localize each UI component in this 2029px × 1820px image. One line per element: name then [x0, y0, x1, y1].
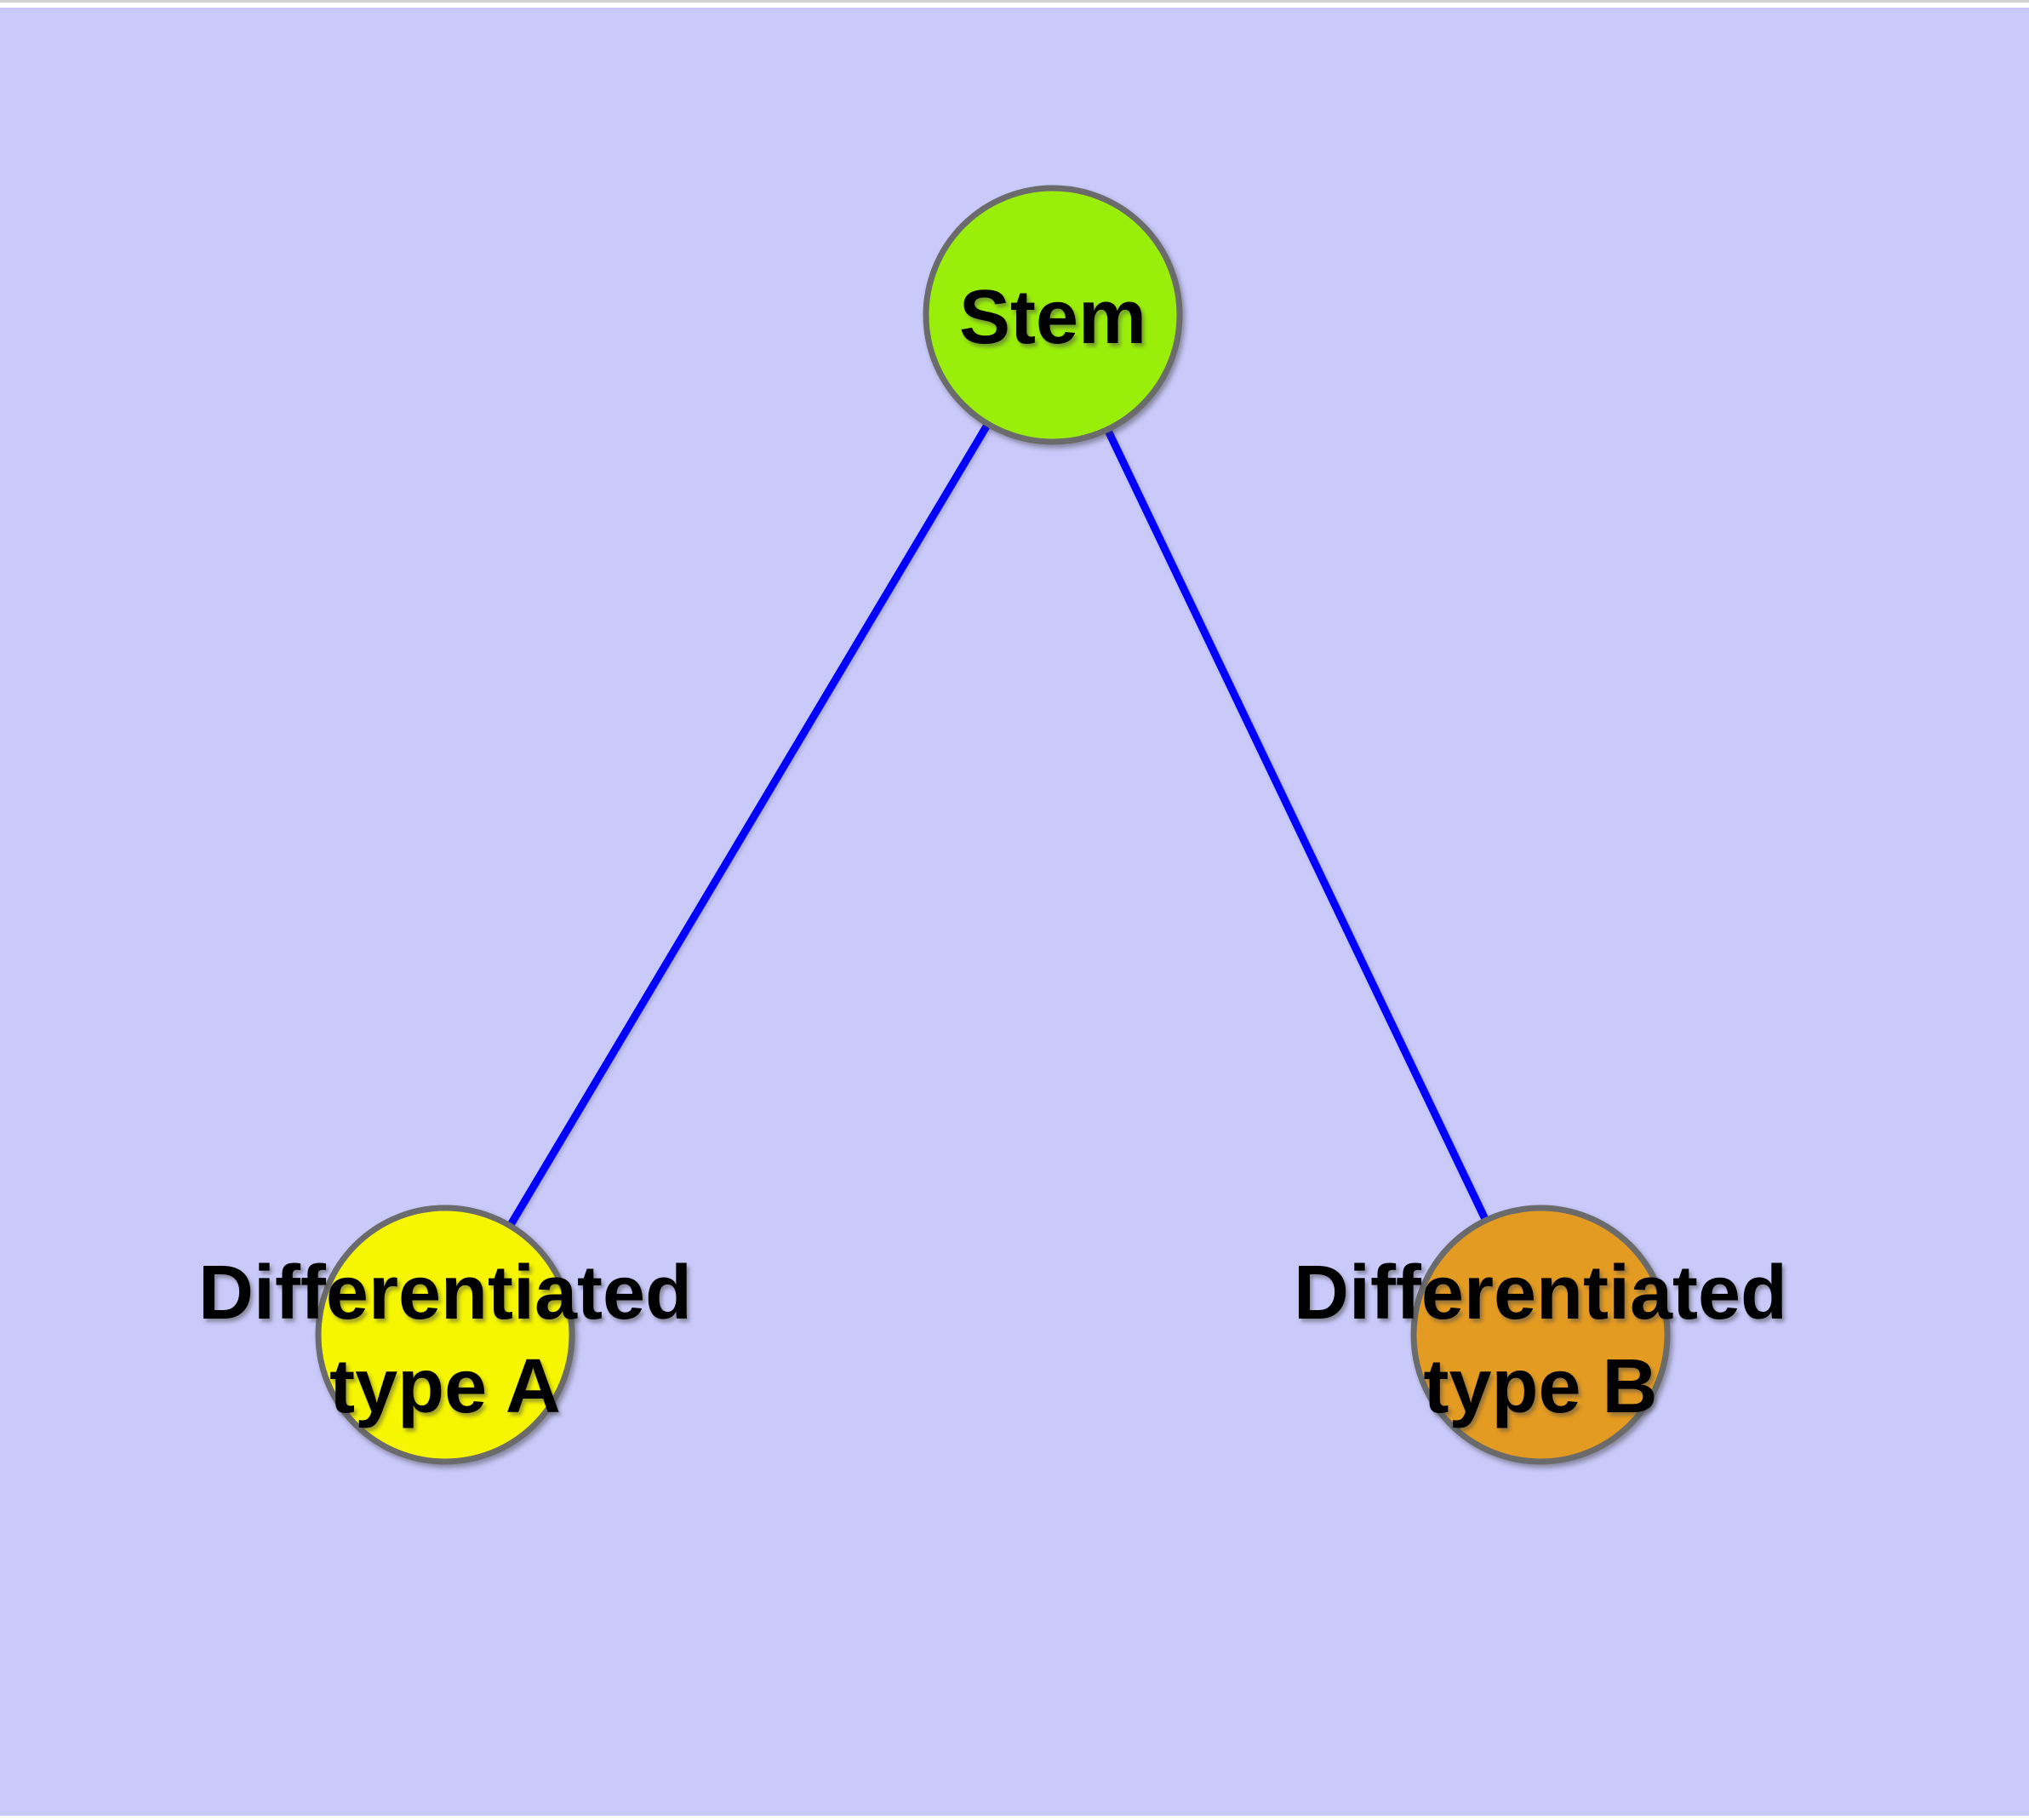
node-stem-label: Stem [959, 275, 1146, 360]
node-type-b-label-line2: type B [1423, 1344, 1657, 1429]
node-type-a-label-line2: type A [329, 1344, 561, 1429]
node-differentiated-type-a: Differentiated type A [198, 1205, 692, 1465]
node-type-a-circle [315, 1205, 575, 1465]
node-type-b-circle [1410, 1205, 1671, 1465]
window-top-edge [0, 0, 2029, 3]
node-type-b-label-line1: Differentiated [1294, 1251, 1787, 1336]
node-type-a-label-line1: Differentiated [198, 1251, 692, 1336]
node-differentiated-type-b: Differentiated type B [1294, 1205, 1787, 1465]
edge-stem-to-type-a [442, 312, 1056, 1337]
node-stem-circle [923, 185, 1183, 445]
edge-stem-to-type-b [1049, 313, 1545, 1336]
node-stem: Stem [923, 185, 1183, 445]
